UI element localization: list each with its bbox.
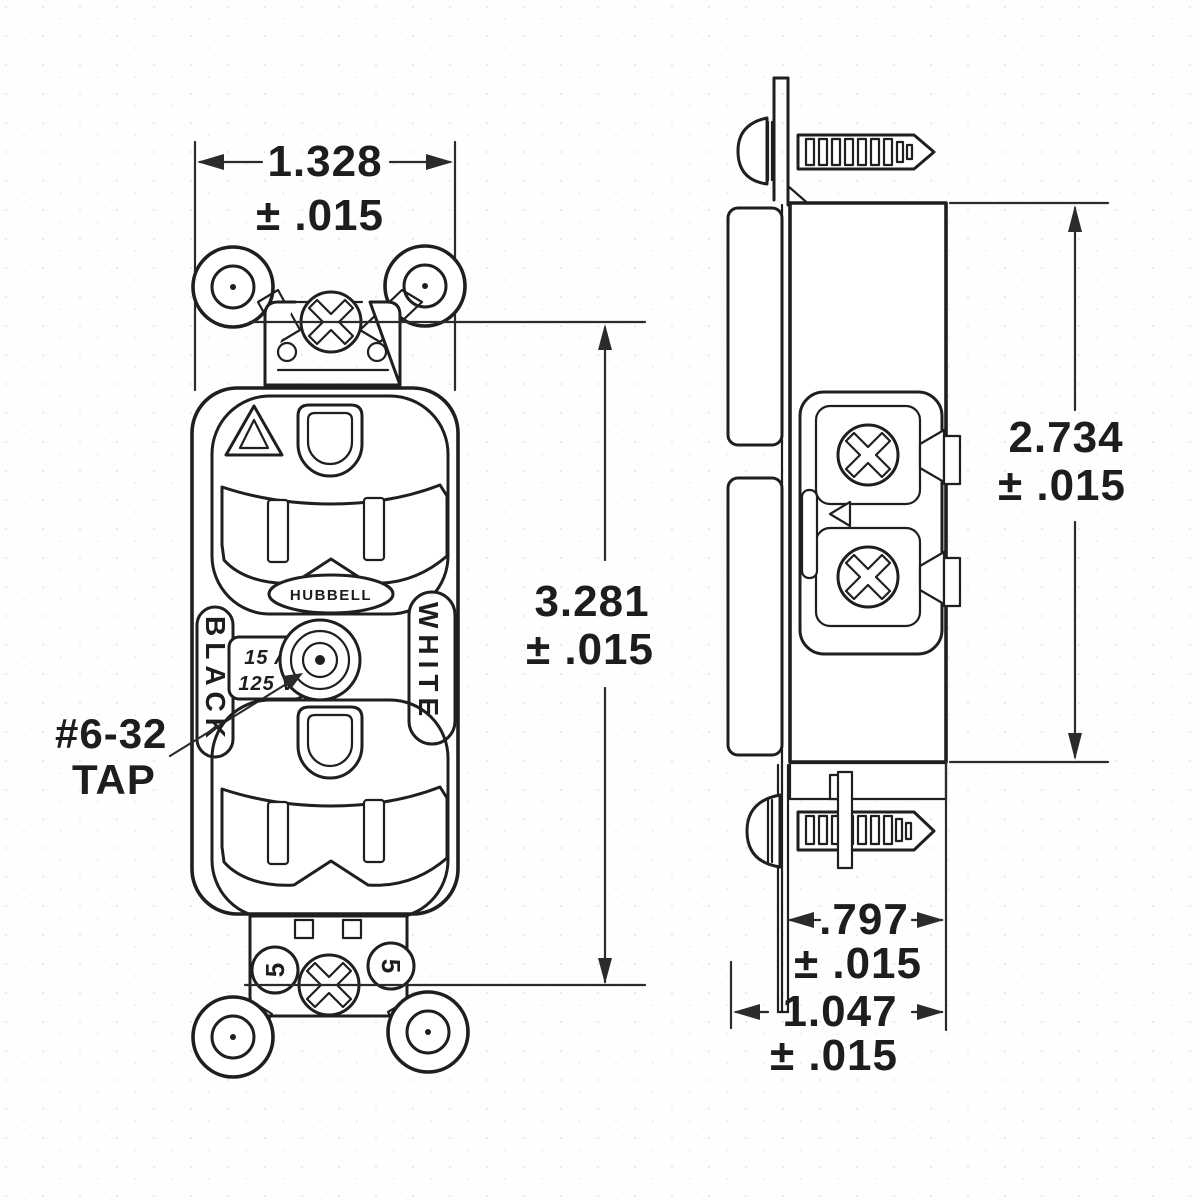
arrowhead-right xyxy=(917,912,944,928)
center-tapped-hole xyxy=(278,618,362,702)
mounting-ear-bottom-left xyxy=(191,995,275,1079)
face-bulge-bottom xyxy=(726,476,784,757)
tap-callout-line1: #6-32 xyxy=(55,710,167,757)
bottom-strap-bracket xyxy=(745,761,948,870)
arrowhead-left xyxy=(733,1004,760,1020)
brand-label: HUBBELL xyxy=(290,587,372,604)
rating-amps: 15 A xyxy=(244,647,290,669)
arrowhead-left xyxy=(787,912,814,928)
top-screw-side xyxy=(736,116,936,186)
break-off-notch xyxy=(828,500,852,528)
tap-callout: #6-32 TAP xyxy=(55,673,303,803)
arrowhead-up xyxy=(1068,205,1082,232)
leader-arrowhead xyxy=(283,673,303,689)
screw-mark-circle-left xyxy=(250,945,300,995)
side-view: 2.734 ± .015 .797 ± .015 1.047 ± .015 xyxy=(726,76,1126,1080)
dim-body-height-tolerance: ± .015 xyxy=(998,461,1126,510)
arrowhead-left xyxy=(197,154,224,170)
strap-screw-plate xyxy=(836,770,854,870)
strap-tab-left xyxy=(293,918,315,940)
terminal-screw-bottom xyxy=(836,545,900,609)
warning-triangle xyxy=(224,404,284,457)
wire-loop-left xyxy=(276,341,298,363)
front-view: 1.328 ± .015 xyxy=(55,137,654,1079)
dimension-overall-depth: 1.047 ± .015 xyxy=(729,960,944,1080)
screw-mark-right: 5 xyxy=(376,959,406,973)
terminal-block xyxy=(798,390,962,656)
black-terminal-label: BLACK xyxy=(200,616,231,744)
arrowhead-right xyxy=(917,1004,944,1020)
screw-mark-circle-right xyxy=(366,941,416,991)
dimension-body-depth: .797 ± .015 xyxy=(787,760,948,1032)
dimension-front-width: 1.328 ± .015 xyxy=(193,137,457,392)
clamp-plate-top xyxy=(942,434,962,486)
mounting-ear-top-left xyxy=(191,245,275,329)
screw-mark-left: 5 xyxy=(260,963,290,977)
bottom-mounting-bracket: 5 5 xyxy=(248,914,416,1018)
dim-overall-depth-value: 1.047 xyxy=(782,987,897,1036)
white-terminal-pill xyxy=(407,590,457,746)
face-slot xyxy=(800,488,819,580)
arrowhead-up xyxy=(598,324,612,350)
white-terminal-label: WHITE xyxy=(413,602,444,722)
arrowhead-right xyxy=(426,154,453,170)
top-mounting-bracket xyxy=(263,290,402,387)
dim-body-depth-tolerance: ± .015 xyxy=(794,939,922,988)
dimension-mount-span: 3.281 ± .015 xyxy=(526,324,654,984)
dim-mount-span-value: 3.281 xyxy=(534,577,649,626)
brand-oval: HUBBELL xyxy=(267,573,395,615)
strap-tab-right xyxy=(341,918,363,940)
dim-mount-span-tolerance: ± .015 xyxy=(526,625,654,674)
rating-volts: 125 V xyxy=(238,673,296,695)
wire-loop-right xyxy=(366,341,388,363)
terminal-screw-top xyxy=(836,423,900,487)
clamp-plate-bottom xyxy=(942,556,962,608)
dim-body-depth-value: .797 xyxy=(819,895,909,944)
dim-front-width-tolerance: ± .015 xyxy=(256,191,384,240)
dim-overall-depth-tolerance: ± .015 xyxy=(770,1031,898,1080)
tap-callout-line2: TAP xyxy=(72,756,156,803)
face-bulge-top xyxy=(726,206,784,447)
arrowhead-down xyxy=(598,958,612,984)
warning-triangle-inner xyxy=(238,418,270,450)
arrowhead-down xyxy=(1068,733,1082,760)
mounting-ear-bottom-right xyxy=(386,990,470,1074)
dim-front-width-value: 1.328 xyxy=(267,137,382,186)
dim-body-height-value: 2.734 xyxy=(1008,413,1123,462)
dimension-body-height: 2.734 ± .015 xyxy=(948,201,1126,764)
